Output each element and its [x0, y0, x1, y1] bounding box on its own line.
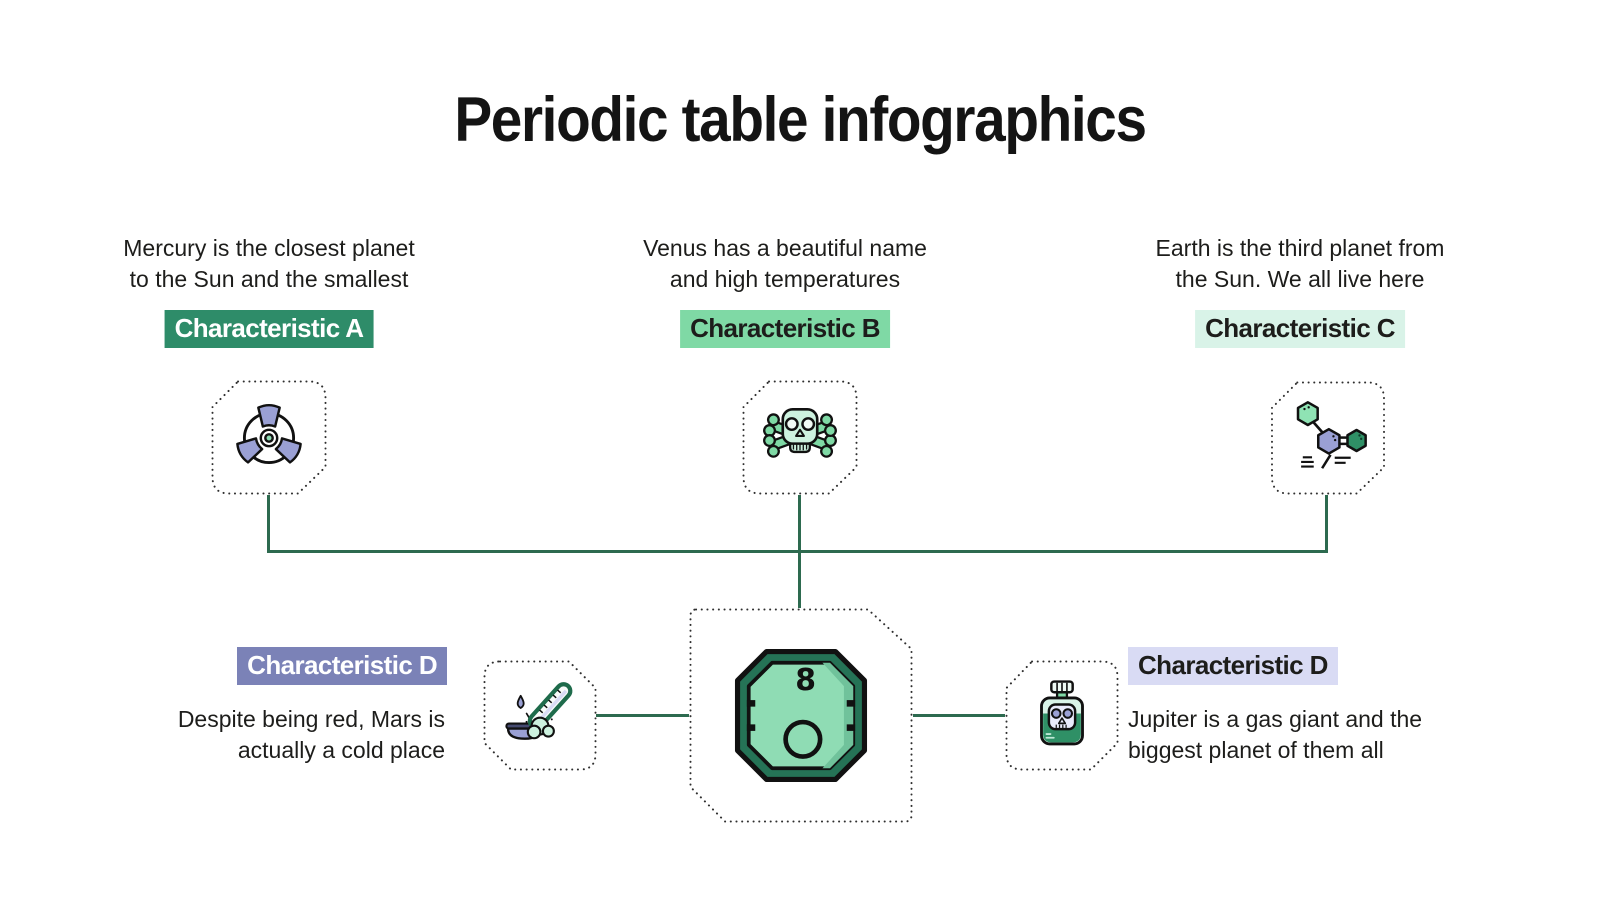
connector-stub-c: [1325, 495, 1328, 552]
description-venus: Venus has a beautiful name and high tempe…: [585, 233, 985, 295]
description-line: to the Sun and the smallest: [129, 266, 409, 292]
dotted-box: [1271, 381, 1385, 495]
description-jupiter: Jupiter is a gas giant and the biggest pl…: [1128, 704, 1508, 766]
description-line: biggest planet of them all: [1128, 737, 1384, 763]
element-number: 8: [795, 663, 816, 698]
dotted-box: [1005, 660, 1119, 771]
icon-box-mars: [483, 660, 597, 771]
dotted-box: [742, 380, 858, 495]
description-mercury: Mercury is the closest planet to the Sun …: [69, 233, 469, 295]
label-characteristic-d-left: Characteristic D: [237, 647, 447, 685]
description-line: Jupiter is a gas giant and the: [1128, 706, 1423, 732]
element-tile-icon: 8: [734, 648, 868, 782]
description-earth: Earth is the third planet from the Sun. W…: [1100, 233, 1500, 295]
description-line: Mercury is the closest planet: [123, 235, 415, 261]
label-characteristic-b: Characteristic B: [680, 310, 890, 348]
skull-crossbones-icon: [763, 407, 837, 458]
description-line: and high temperatures: [669, 266, 901, 292]
dotted-box: [689, 608, 913, 823]
page-title: Periodic table infographics: [454, 85, 1147, 155]
description-mars: Despite being red, Mars is actually a col…: [65, 704, 445, 766]
description-line: the Sun. We all live here: [1175, 266, 1425, 292]
test-tube-icon: [505, 681, 573, 740]
connector-stub-a: [267, 495, 270, 552]
dotted-box: [483, 660, 597, 771]
poison-bottle-icon: [1040, 679, 1084, 745]
dotted-box: [211, 380, 327, 495]
label-characteristic-d-right: Characteristic D: [1128, 647, 1338, 685]
label-characteristic-a: Characteristic A: [164, 310, 374, 348]
description-line: Despite being red, Mars is: [177, 706, 445, 732]
connector-horizontal: [267, 550, 1328, 553]
icon-box-jupiter: [1005, 660, 1119, 771]
center-element-box: 8: [689, 608, 913, 823]
description-line: Venus has a beautiful name: [643, 235, 927, 261]
label-characteristic-c: Characteristic C: [1195, 310, 1405, 348]
description-line: Earth is the third planet from: [1155, 235, 1445, 261]
icon-box-mercury: [211, 380, 327, 495]
radiation-icon: [236, 403, 302, 464]
molecule-icon: [1296, 401, 1367, 469]
connector-right: [913, 714, 1005, 717]
description-line: actually a cold place: [237, 737, 445, 763]
icon-box-earth: [1270, 381, 1386, 495]
connector-left: [596, 714, 689, 717]
icon-box-venus: [742, 380, 858, 495]
